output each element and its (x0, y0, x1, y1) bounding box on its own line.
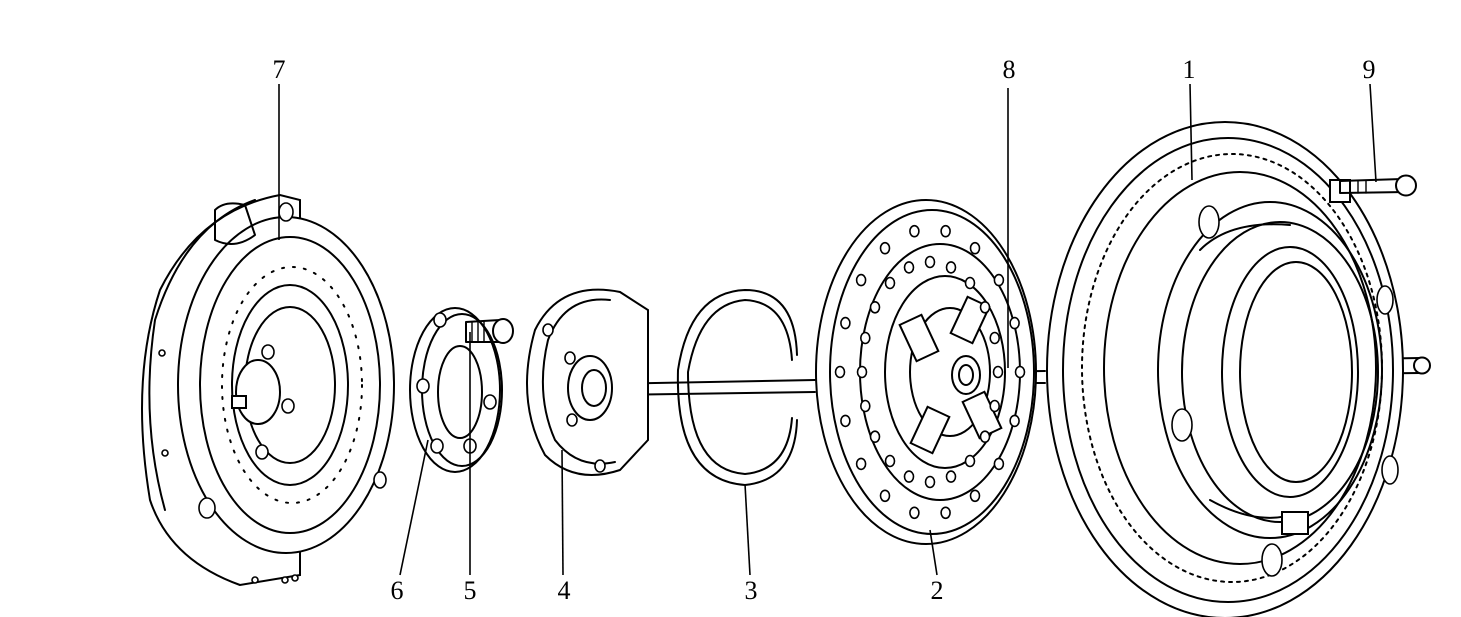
disc-rivet-hole (1014, 365, 1026, 379)
leader-4 (561, 449, 564, 576)
disc-rivet-hole (879, 489, 891, 503)
leader-6 (399, 439, 429, 576)
leader-3 (744, 483, 751, 576)
disc-rivet-hole (945, 470, 957, 483)
part-4-release-plate (526, 288, 649, 476)
disc-rivet-hole (856, 365, 868, 379)
disc-rivet-hole (879, 241, 891, 255)
part-3-spring-ring (676, 289, 798, 486)
disc-rivet-hole (979, 300, 991, 314)
disc-rivet-hole (840, 414, 851, 428)
disc-rivet-hole (969, 489, 981, 503)
disc-rivet-hole (909, 224, 920, 238)
leader-2 (929, 529, 938, 576)
disc-rivet-hole (989, 399, 1001, 413)
label-6: 6 (391, 576, 404, 605)
part-7-pressure-plate (141, 193, 395, 587)
disc-rivet-hole (903, 470, 915, 483)
disc-rivet-hole (855, 457, 867, 471)
disc-rivet-hole (1009, 414, 1020, 428)
disc-rivet-hole (855, 273, 867, 287)
disc-rivet-hole (924, 255, 936, 269)
disc-rivet-hole (945, 261, 957, 274)
disc-rivet-hole (869, 430, 881, 444)
disc-rivet-hole (869, 300, 881, 314)
disc-rivet-hole (940, 506, 951, 520)
disc-rivet-hole (859, 399, 871, 413)
label-3: 3 (745, 576, 758, 605)
label-8: 8 (1003, 55, 1016, 84)
label-2: 2 (931, 576, 944, 605)
disc-rivet-hole (859, 331, 871, 345)
part-labels: 7 8 1 9 6 5 4 3 2 (273, 55, 1376, 605)
disc-rivet-hole (924, 475, 936, 489)
disc-rivet-hole (993, 273, 1005, 287)
disc-rivet-hole (1009, 316, 1020, 330)
part-2-clutch-disc (815, 199, 1037, 545)
disc-rivet-hole (840, 316, 851, 330)
leader-9 (1369, 83, 1377, 183)
leader-1 (1189, 83, 1193, 181)
disc-rivet-hole (989, 331, 1001, 345)
disc-rivet-hole (979, 430, 991, 444)
label-5: 5 (464, 576, 477, 605)
disc-rivet-hole (909, 506, 920, 520)
label-7: 7 (273, 55, 286, 84)
disc-rivet-hole (834, 365, 846, 379)
disc-rivet-hole (969, 241, 981, 255)
disc-rivet-hole (964, 276, 976, 290)
label-1: 1 (1183, 55, 1196, 84)
disc-rivet-hole (993, 457, 1005, 471)
leader-lines (278, 83, 1377, 576)
disc-rivet-hole (992, 365, 1004, 379)
part-9-bolt (1339, 174, 1417, 197)
disc-rivet-hole (884, 454, 896, 468)
disc-rivet-hole (884, 276, 896, 290)
label-4: 4 (558, 576, 571, 605)
part-5-screw (465, 318, 514, 344)
disc-rivet-hole (940, 224, 951, 238)
disc-rivet-hole (903, 261, 915, 274)
part-6-flat-plate (409, 307, 503, 473)
part-1-flywheel (1046, 121, 1404, 617)
label-9: 9 (1363, 55, 1376, 84)
disc-rivet-hole (964, 454, 976, 468)
